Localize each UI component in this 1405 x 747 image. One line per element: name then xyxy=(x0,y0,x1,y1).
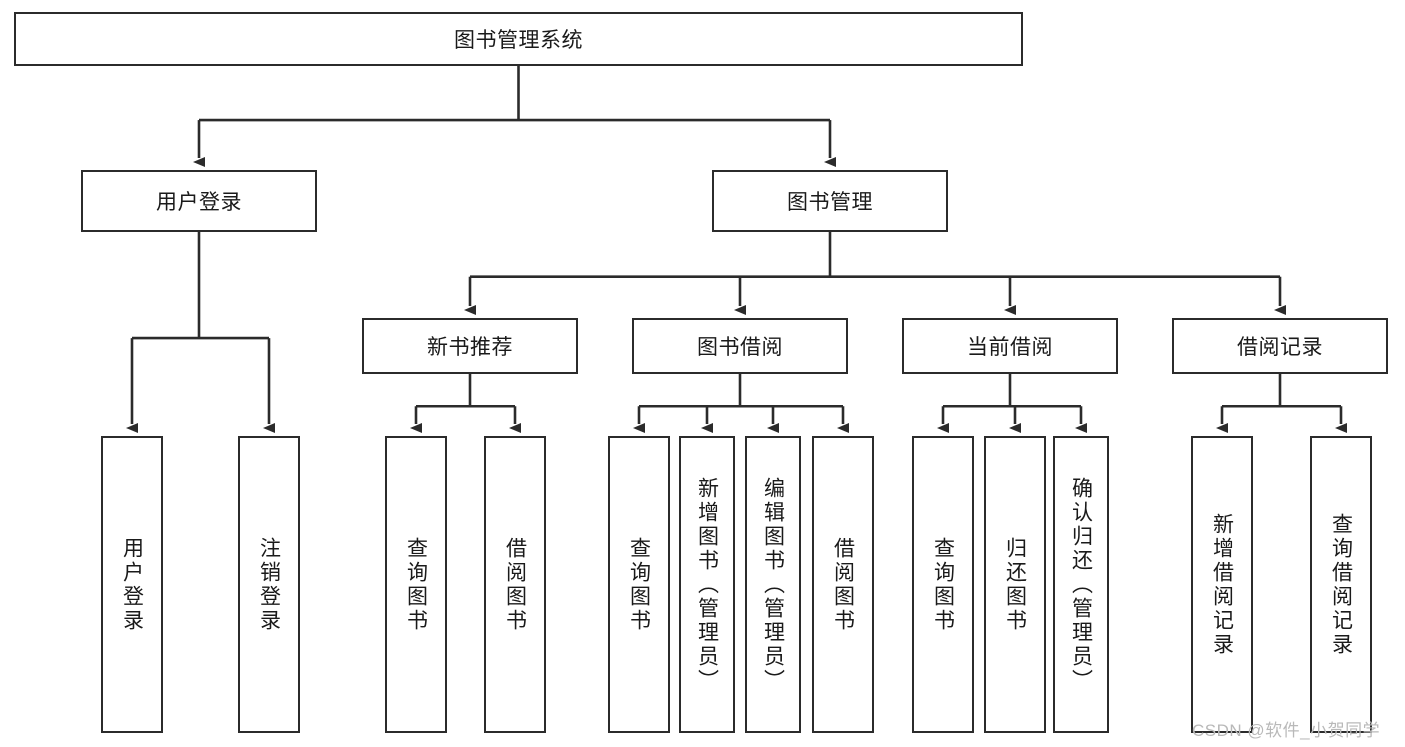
node-leaf-logout-login[interactable]: 注销登录 xyxy=(238,436,300,733)
node-leaf-return-book[interactable]: 归还图书 xyxy=(984,436,1046,733)
node-label: 查询图书 xyxy=(931,536,955,633)
node-leaf-query-book-recommend[interactable]: 查询图书 xyxy=(385,436,447,733)
node-label: 图书管理系统 xyxy=(454,29,583,52)
node-label: 新增图书（管理员） xyxy=(695,476,719,693)
node-label: 查询借阅记录 xyxy=(1329,512,1353,657)
node-leaf-query-book-current[interactable]: 查询图书 xyxy=(912,436,974,733)
node-leaf-confirm-return-admin[interactable]: 确认归还（管理员） xyxy=(1053,436,1109,733)
node-label: 编辑图书（管理员） xyxy=(761,476,785,693)
node-leaf-user-login[interactable]: 用户登录 xyxy=(101,436,163,733)
node-label: 归还图书 xyxy=(1003,536,1027,633)
node-label: 借阅图书 xyxy=(831,536,855,633)
node-leaf-borrow-book-borrow[interactable]: 借阅图书 xyxy=(812,436,874,733)
node-leaf-borrow-book-recommend[interactable]: 借阅图书 xyxy=(484,436,546,733)
node-leaf-add-book-admin[interactable]: 新增图书（管理员） xyxy=(679,436,735,733)
node-borrow-record[interactable]: 借阅记录 xyxy=(1172,318,1388,374)
node-label: 确认归还（管理员） xyxy=(1069,476,1093,693)
node-label: 借阅记录 xyxy=(1237,336,1323,359)
node-label: 新书推荐 xyxy=(427,336,513,359)
node-leaf-edit-book-admin[interactable]: 编辑图书（管理员） xyxy=(745,436,801,733)
node-book-manage[interactable]: 图书管理 xyxy=(712,170,948,232)
node-current-borrow[interactable]: 当前借阅 xyxy=(902,318,1118,374)
node-label: 查询图书 xyxy=(404,536,428,633)
node-label: 图书借阅 xyxy=(697,336,783,359)
node-leaf-add-borrow-record[interactable]: 新增借阅记录 xyxy=(1191,436,1253,733)
node-label: 借阅图书 xyxy=(503,536,527,633)
node-root[interactable]: 图书管理系统 xyxy=(14,12,1023,66)
node-label: 用户登录 xyxy=(156,191,242,214)
node-label: 查询图书 xyxy=(627,536,651,633)
node-label: 注销登录 xyxy=(257,536,281,633)
node-leaf-query-book-borrow[interactable]: 查询图书 xyxy=(608,436,670,733)
node-leaf-query-borrow-record[interactable]: 查询借阅记录 xyxy=(1310,436,1372,733)
node-label: 用户登录 xyxy=(120,536,144,633)
node-label: 图书管理 xyxy=(787,191,873,214)
node-book-borrow[interactable]: 图书借阅 xyxy=(632,318,848,374)
node-new-book-recommend[interactable]: 新书推荐 xyxy=(362,318,578,374)
node-label: 当前借阅 xyxy=(967,336,1053,359)
node-label: 新增借阅记录 xyxy=(1210,512,1234,657)
node-user-login[interactable]: 用户登录 xyxy=(81,170,317,232)
